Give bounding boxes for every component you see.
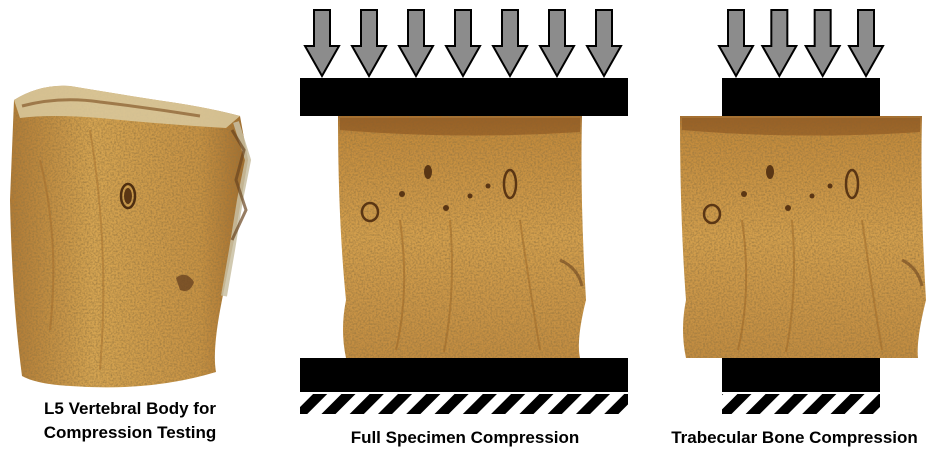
trabecular-compression-setup bbox=[680, 10, 926, 414]
load-arrows-full bbox=[305, 10, 621, 76]
specimen-full bbox=[338, 116, 586, 358]
caption-line: Trabecular Bone Compression bbox=[650, 426, 939, 450]
load-arrow bbox=[719, 10, 753, 76]
caption-trabecular: Trabecular Bone Compression bbox=[650, 426, 939, 450]
load-arrow bbox=[352, 10, 386, 76]
load-arrow bbox=[762, 10, 796, 76]
fixed-base-hatch-trabecular bbox=[722, 394, 880, 414]
fixed-base-hatch-full bbox=[300, 394, 628, 414]
load-arrow bbox=[540, 10, 574, 76]
load-arrow bbox=[446, 10, 480, 76]
load-arrow bbox=[493, 10, 527, 76]
caption-line: Compression Testing bbox=[0, 421, 260, 445]
bottom-platen-full bbox=[300, 358, 628, 392]
bottom-platen-trabecular bbox=[722, 358, 880, 392]
caption-line: Full Specimen Compression bbox=[300, 426, 630, 450]
load-arrow bbox=[305, 10, 339, 76]
specimen-trabecular bbox=[680, 116, 926, 358]
load-arrow bbox=[806, 10, 840, 76]
load-arrow bbox=[849, 10, 883, 76]
full-compression-setup bbox=[300, 10, 628, 414]
vertebral-body-specimen bbox=[10, 86, 248, 388]
top-platen-trabecular bbox=[722, 78, 880, 116]
load-arrow bbox=[587, 10, 621, 76]
caption-line: L5 Vertebral Body for bbox=[0, 397, 260, 421]
load-arrows-trabecular bbox=[719, 10, 883, 76]
caption-vertebral-body: L5 Vertebral Body for Compression Testin… bbox=[0, 397, 260, 445]
top-platen-full bbox=[300, 78, 628, 116]
caption-full-specimen: Full Specimen Compression bbox=[300, 426, 630, 450]
load-arrow bbox=[399, 10, 433, 76]
